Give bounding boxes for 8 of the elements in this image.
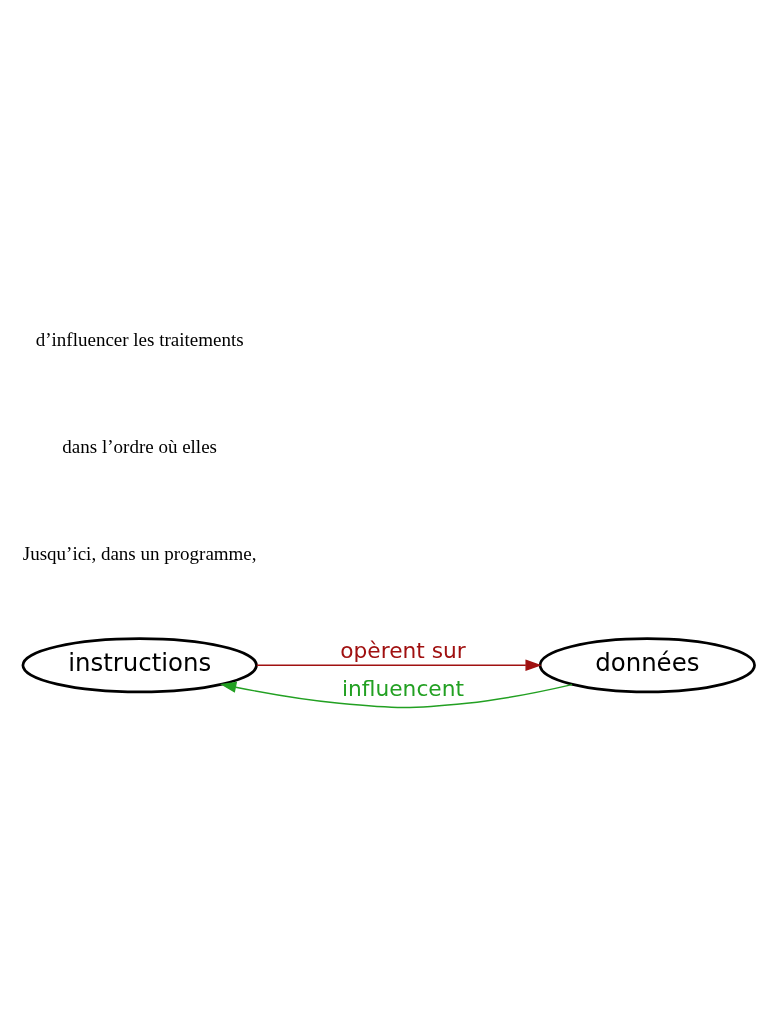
edge-label: opèrent sur xyxy=(340,638,466,664)
arrow xyxy=(256,659,542,671)
edge-label: influencent xyxy=(342,676,464,702)
label: d’influencer les traitements xyxy=(35,328,244,350)
label: Jusqu’ici, dans un programme, xyxy=(22,543,257,565)
node-ellipse: données xyxy=(538,637,756,694)
arrow xyxy=(220,681,573,709)
label: dans l’ordre où elles xyxy=(62,436,217,458)
